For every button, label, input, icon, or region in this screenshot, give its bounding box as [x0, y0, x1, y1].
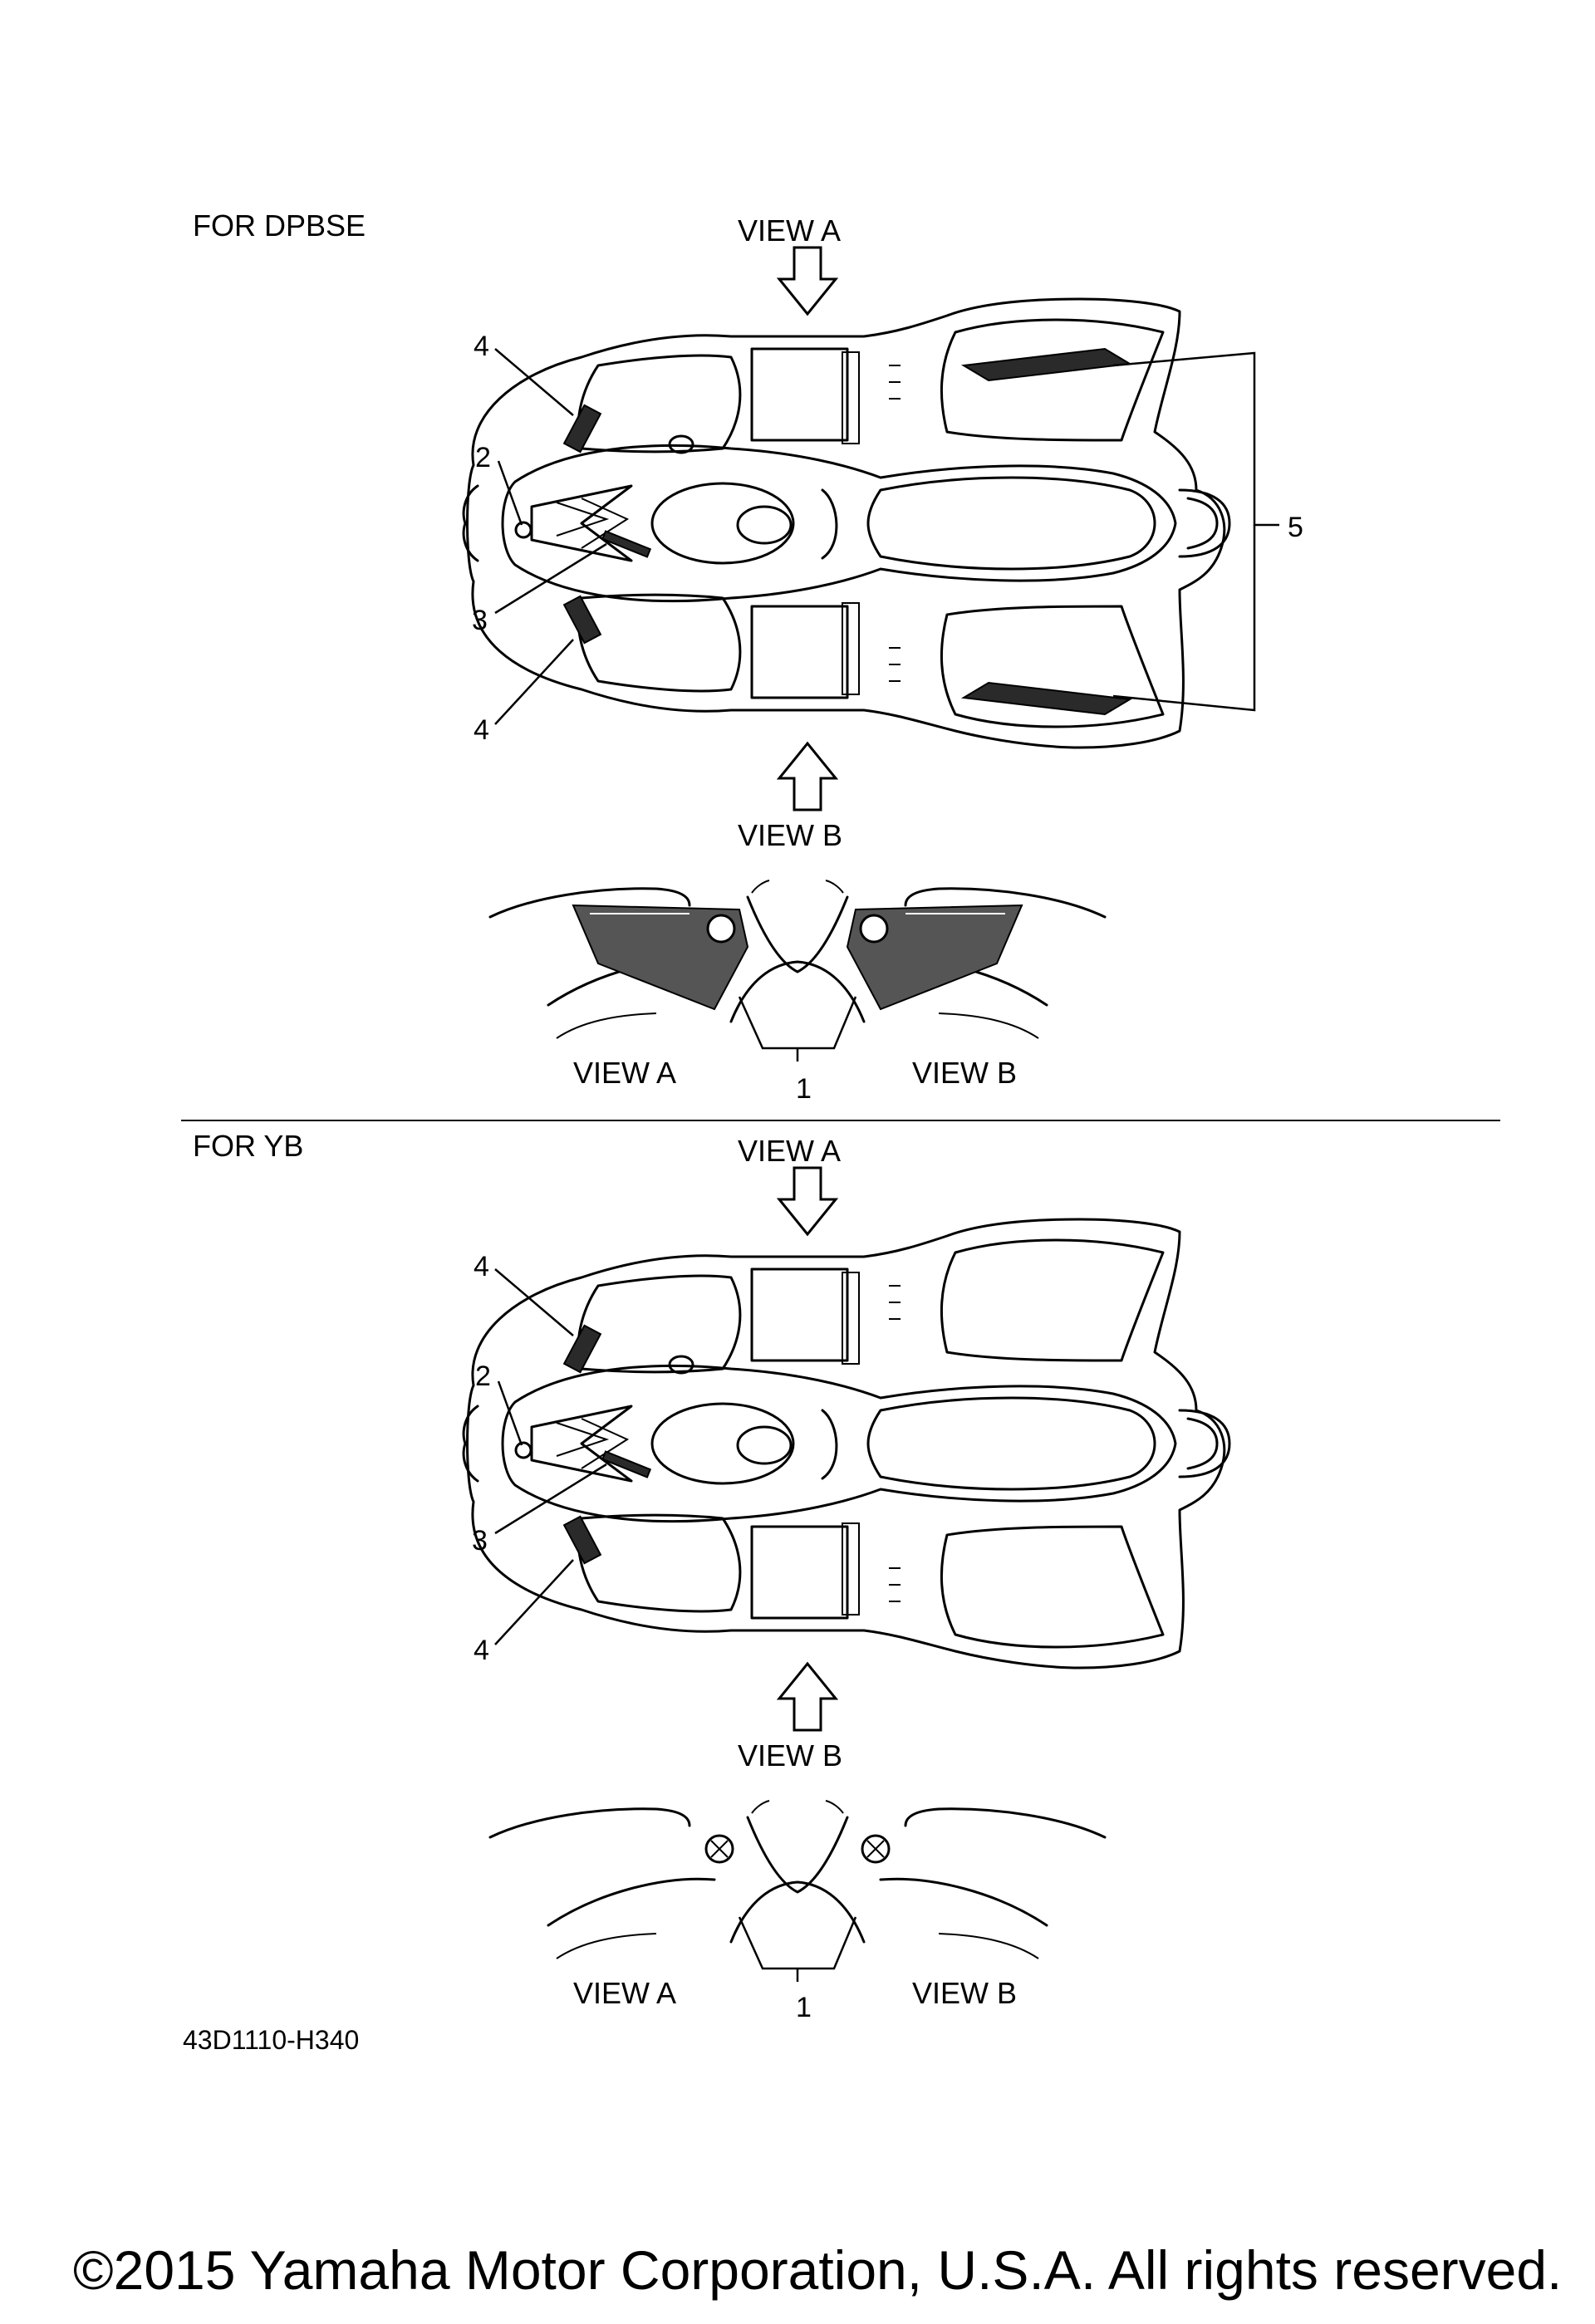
callout-4b-yb: 4 [474, 1635, 489, 1666]
atv-top-view-yb [462, 1218, 1231, 1669]
decal-5-upper [960, 347, 1133, 382]
callout-4b-dpbse: 4 [474, 714, 489, 746]
detail-view-b-label-yb: VIEW B [912, 1976, 1018, 2010]
section-divider [181, 1120, 1500, 1121]
view-a-label-top-dpbse: VIEW A [738, 213, 842, 248]
diagram-code: 43D1110-H340 [183, 2025, 360, 2055]
callout-4a-yb: 4 [474, 1251, 489, 1282]
callout-4a-dpbse: 4 [474, 331, 489, 362]
callout-2-yb: 2 [475, 1361, 491, 1392]
view-a-label-top-yb: VIEW A [738, 1134, 842, 1168]
callout-1-dpbse: 1 [796, 1073, 812, 1105]
section-title-yb: FOR YB [193, 1129, 304, 1163]
detail-view-b-label-dpbse: VIEW B [912, 1056, 1018, 1090]
view-b-label-bottom-dpbse: VIEW B [738, 818, 843, 852]
callout-2-dpbse: 2 [475, 442, 491, 473]
copyright-notice: ©2015 Yamaha Motor Corporation, U.S.A. A… [73, 2239, 1563, 2301]
callout-5-dpbse: 5 [1288, 512, 1303, 543]
callout-1-yb: 1 [796, 1992, 812, 2023]
view-b-label-bottom-yb: VIEW B [738, 1738, 843, 1772]
detail-view-a-label-dpbse: VIEW A [573, 1056, 677, 1090]
detail-view-yb [488, 1799, 1107, 1983]
detail-view-a-label-yb: VIEW A [573, 1976, 677, 2010]
decal-5-lower [960, 681, 1133, 716]
section-title-dpbse: FOR DPBSE [193, 208, 366, 243]
